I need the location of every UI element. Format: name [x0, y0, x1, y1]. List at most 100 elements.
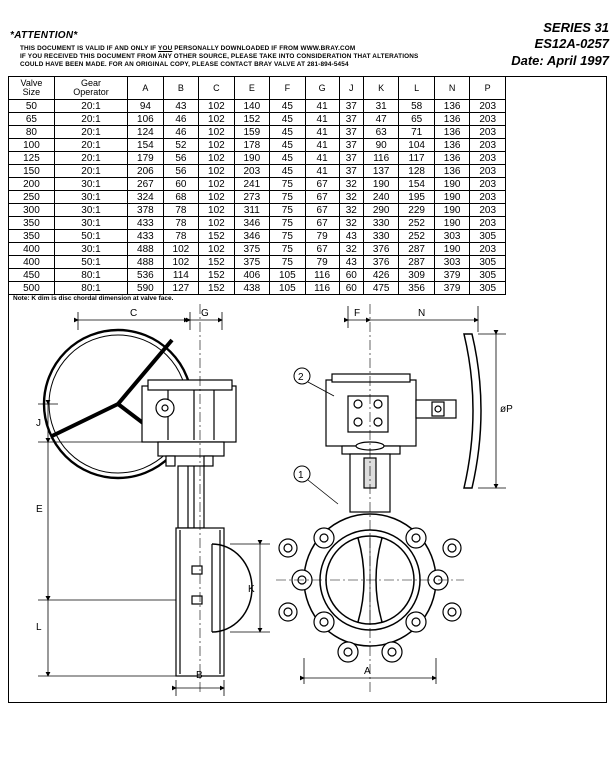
table-cell: 32: [338, 190, 364, 204]
table-cell: 30:1: [53, 177, 129, 191]
table-cell: 50: [8, 99, 55, 113]
table-cell: 20:1: [53, 112, 129, 126]
table-cell: 30:1: [53, 242, 129, 256]
table-cell: 41: [304, 112, 340, 126]
table-cell: 290: [362, 203, 400, 217]
document-number: ES12A-0257: [534, 36, 609, 51]
table-cell: 500: [8, 281, 55, 295]
table-cell: 400: [8, 242, 55, 256]
valve-neck: [177, 465, 205, 529]
notice-line-3: COULD HAVE BEEN MADE. FOR AN ORIGINAL CO…: [20, 61, 349, 68]
table-cell: 67: [304, 177, 340, 191]
table-cell: 179: [127, 151, 164, 165]
table-cell: 356: [398, 281, 435, 295]
dim-label-b: B: [196, 670, 203, 681]
document-date: Date: April 1997: [511, 53, 609, 68]
table-cell: 41: [304, 151, 340, 165]
table-cell: 203: [469, 151, 506, 165]
table-cell: 50:1: [53, 229, 129, 243]
table-cell: 102: [198, 99, 235, 113]
table-cell: 46: [162, 112, 200, 126]
table-cell: 200: [8, 177, 55, 191]
table-cell: 203: [469, 177, 506, 191]
dim-label-p: øP: [500, 404, 513, 415]
table-cell: 56: [162, 164, 200, 178]
table-cell: 241: [233, 177, 271, 191]
table-cell: 67: [304, 242, 340, 256]
table-cell: 136: [433, 164, 471, 178]
table-cell: 67: [304, 203, 340, 217]
dim-label-f: F: [354, 308, 360, 319]
table-cell: 80:1: [53, 281, 129, 295]
table-cell: 50:1: [53, 255, 129, 269]
table-cell: 100: [8, 138, 55, 152]
table-cell: 136: [433, 138, 471, 152]
column-header: G: [304, 76, 340, 100]
table-cell: 190: [433, 177, 471, 191]
table-cell: 488: [127, 242, 164, 256]
table-cell: 37: [338, 125, 364, 139]
table-cell: 376: [362, 242, 400, 256]
table-cell: 400: [8, 255, 55, 269]
table-cell: 250: [8, 190, 55, 204]
table-cell: 20:1: [53, 125, 129, 139]
table-cell: 102: [198, 112, 235, 126]
table-cell: 375: [233, 255, 271, 269]
table-cell: 45: [269, 112, 306, 126]
notice-line-2: IF YOU RECEIVED THIS DOCUMENT FROM ANY O…: [20, 53, 419, 60]
table-cell: 75: [269, 242, 306, 256]
table-cell: 128: [398, 164, 435, 178]
table-cell: 379: [433, 268, 471, 282]
handwheel-spoke-2: [51, 402, 119, 438]
table-cell: 190: [433, 242, 471, 256]
table-cell: 152: [233, 112, 271, 126]
front-dimensions: [300, 306, 506, 684]
table-cell: 63: [362, 125, 400, 139]
column-header: N: [433, 76, 471, 100]
dim-label-g: G: [201, 308, 209, 319]
table-cell: 78: [162, 203, 200, 217]
callouts: 2 1: [293, 367, 311, 483]
table-cell: 52: [162, 138, 200, 152]
table-cell: 152: [198, 268, 235, 282]
table-cell: 116: [304, 268, 340, 282]
table-cell: 37: [338, 99, 364, 113]
table-cell: 203: [469, 242, 506, 256]
table-cell: 32: [338, 216, 364, 230]
table-cell: 252: [398, 216, 435, 230]
table-cell: 438: [233, 281, 271, 295]
table-cell: 311: [233, 203, 271, 217]
table-cell: 90: [362, 138, 400, 152]
table-cell: 125: [8, 151, 55, 165]
table-cell: 75: [269, 255, 306, 269]
table-cell: 152: [198, 229, 235, 243]
table-cell: 330: [362, 216, 400, 230]
table-cell: 105: [269, 268, 306, 282]
table-cell: 190: [433, 190, 471, 204]
table-cell: 65: [8, 112, 55, 126]
front-dimension-labels: F N øP A: [354, 308, 513, 677]
table-cell: 206: [127, 164, 164, 178]
attention-title: *ATTENTION*: [10, 30, 78, 41]
table-cell: 60: [338, 281, 364, 295]
table-cell: 75: [269, 216, 306, 230]
table-cell: 75: [269, 203, 306, 217]
column-header: L: [398, 76, 435, 100]
table-cell: 104: [398, 138, 435, 152]
table-cell: 80:1: [53, 268, 129, 282]
table-cell: 31: [362, 99, 400, 113]
table-cell: 30:1: [53, 190, 129, 204]
dim-label-a: A: [364, 666, 371, 677]
table-cell: 102: [198, 216, 235, 230]
table-cell: 488: [127, 255, 164, 269]
table-cell: 41: [304, 138, 340, 152]
table-cell: 41: [304, 164, 340, 178]
table-cell: 346: [233, 216, 271, 230]
table-cell: 203: [469, 112, 506, 126]
table-cell: 140: [233, 99, 271, 113]
